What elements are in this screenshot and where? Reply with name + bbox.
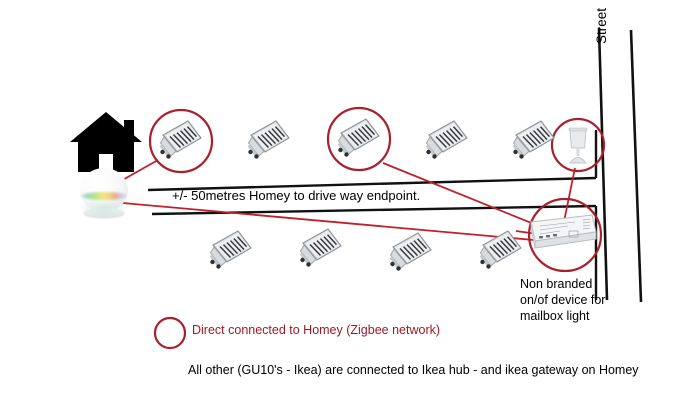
relay-caption-line-1: Non branded [520, 277, 593, 291]
circle-mailbox-lamp [550, 117, 606, 173]
street-lines [597, 27, 643, 303]
gu10-bulb-icon [512, 120, 555, 160]
hub-glow [76, 198, 132, 218]
legend-circle-marker [153, 316, 187, 350]
gu10-bulb-icon [425, 120, 468, 160]
gu10-bulb-icon [337, 118, 380, 158]
relay-caption-line-2: on/of device for [520, 293, 606, 307]
legend-note-label: All other (GU10's - Ikea) are connected … [188, 363, 639, 377]
gu10-bulb-icon [479, 230, 522, 270]
gu10-bulb-icon [209, 230, 252, 270]
legend-direct-label: Direct connected to Homey (Zigbee networ… [192, 323, 441, 337]
gu10-bulb-icon [247, 120, 290, 160]
driveway-distance-label: +/- 50metres Homey to drive way endpoint… [172, 188, 421, 203]
circle-bulb-1 [148, 108, 214, 174]
gu10-bulb-icon [389, 232, 432, 272]
house-icon [66, 106, 146, 174]
homey-hub-icon [76, 168, 132, 220]
circle-bulb-3 [326, 106, 392, 172]
street-label: Street [594, 7, 609, 44]
hub-base [84, 208, 124, 217]
top-row-bulbs [159, 118, 555, 160]
connection-homey-to-relay [111, 201, 568, 244]
relay-caption: Non branded on/of device for mailbox light [520, 276, 605, 324]
relay-caption-line-3: mailbox light [520, 309, 590, 323]
mailbox-lamp-icon [568, 127, 588, 164]
circle-relay [527, 197, 603, 273]
gu10-bulb-icon [159, 120, 202, 160]
driveway-lines [147, 130, 598, 300]
hub-led-ring [81, 192, 127, 200]
hub-sphere [80, 168, 128, 212]
relay-module-icon [530, 214, 597, 249]
gu10-bulb-icon [299, 228, 342, 268]
